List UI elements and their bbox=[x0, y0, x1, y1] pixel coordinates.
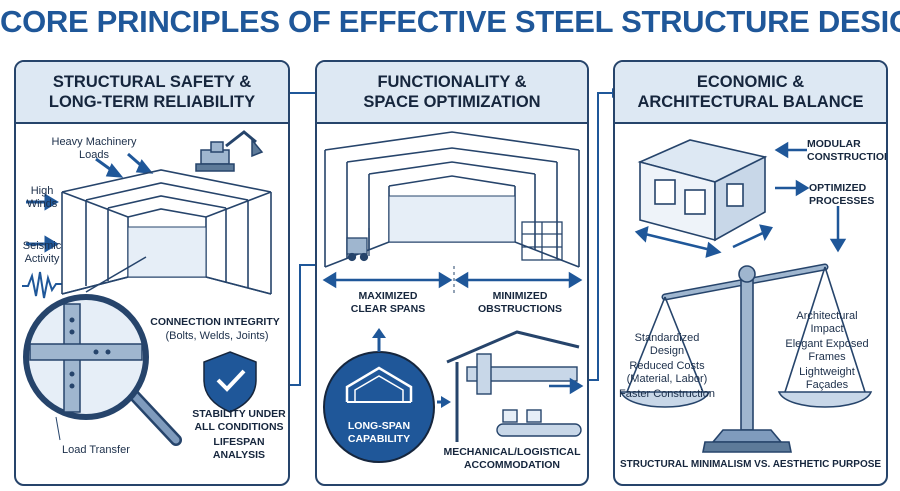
page-title: CORE PRINCIPLES OF EFFECTIVE STEEL STRUC… bbox=[0, 4, 900, 39]
modular-label: MODULAR CONSTRUCTION bbox=[807, 138, 888, 163]
standardized-label: Standardized Design bbox=[634, 332, 700, 357]
seismic-label: Seismic Activity bbox=[22, 240, 62, 265]
lifespan-label: LIFESPAN ANALYSIS bbox=[212, 436, 266, 461]
architectural-impact-label: Architectural Impact bbox=[796, 310, 858, 335]
shield-check-icon bbox=[203, 351, 257, 413]
panel-functionality: FUNCTIONALITY & SPACE OPTIMIZATION bbox=[315, 60, 589, 486]
arrow-panel2-to-panel3 bbox=[585, 92, 612, 381]
seismic-wave-icon bbox=[22, 271, 62, 299]
panel3-illustration bbox=[619, 139, 873, 453]
long-span-label: LONG-SPAN CAPABILITY bbox=[347, 420, 411, 445]
panel3-heading: ECONOMIC & ARCHITECTURAL BALANCE bbox=[615, 62, 886, 124]
connection-integrity-title: CONNECTION INTEGRITY bbox=[150, 316, 280, 328]
excavator-icon bbox=[195, 130, 264, 172]
mechanical-duct-icon bbox=[446, 330, 582, 442]
stability-label: STABILITY UNDER ALL CONDITIONS bbox=[192, 408, 286, 433]
load-arrows-icon bbox=[26, 152, 154, 253]
lightweight-facades-label: Lightweight Façades bbox=[799, 366, 855, 391]
minimized-obstructions-label: MINIMIZED OBSTRUCTIONS bbox=[478, 290, 562, 315]
warehouse-frame-icon bbox=[61, 169, 272, 295]
panel1-heading: STRUCTURAL SAFETY & LONG-TERM RELIABILIT… bbox=[16, 62, 288, 124]
connection-integrity-subtitle: (Bolts, Welds, Joints) bbox=[165, 330, 269, 342]
balance-scale-icon bbox=[619, 263, 873, 453]
forklift-icon bbox=[346, 228, 370, 262]
magnifying-glass-icon bbox=[23, 294, 182, 446]
storage-rack-icon bbox=[521, 221, 563, 261]
heavy-machinery-label: Heavy Machinery Loads bbox=[51, 136, 137, 161]
mechanical-label: MECHANICAL/LOGISTICAL ACCOMMODATION bbox=[443, 446, 581, 471]
optimized-label: OPTIMIZED PROCESSES bbox=[809, 182, 875, 207]
panel2-heading: FUNCTIONALITY & SPACE OPTIMIZATION bbox=[317, 62, 587, 124]
panel-economic: ECONOMIC & ARCHITECTURAL BALANCE bbox=[613, 60, 888, 486]
panel-structural-safety: STRUCTURAL SAFETY & LONG-TERM RELIABILIT… bbox=[14, 60, 290, 486]
reduced-costs-label: Reduced Costs (Material, Labor) bbox=[626, 360, 708, 385]
high-winds-label: High Winds bbox=[26, 185, 58, 210]
modular-box-icon bbox=[637, 139, 768, 242]
elegant-frames-label: Elegant Exposed Frames bbox=[785, 338, 869, 363]
maximized-spans-label: MAXIMIZED CLEAR SPANS bbox=[350, 290, 426, 315]
load-transfer-label: Load Transfer bbox=[62, 444, 130, 456]
panel2-illustration bbox=[322, 131, 584, 463]
panel1-illustration bbox=[22, 130, 272, 446]
faster-construction-label: Faster Construction bbox=[619, 388, 715, 400]
footer-label: STRUCTURAL MINIMALISM VS. AESTHETIC PURP… bbox=[619, 459, 882, 470]
